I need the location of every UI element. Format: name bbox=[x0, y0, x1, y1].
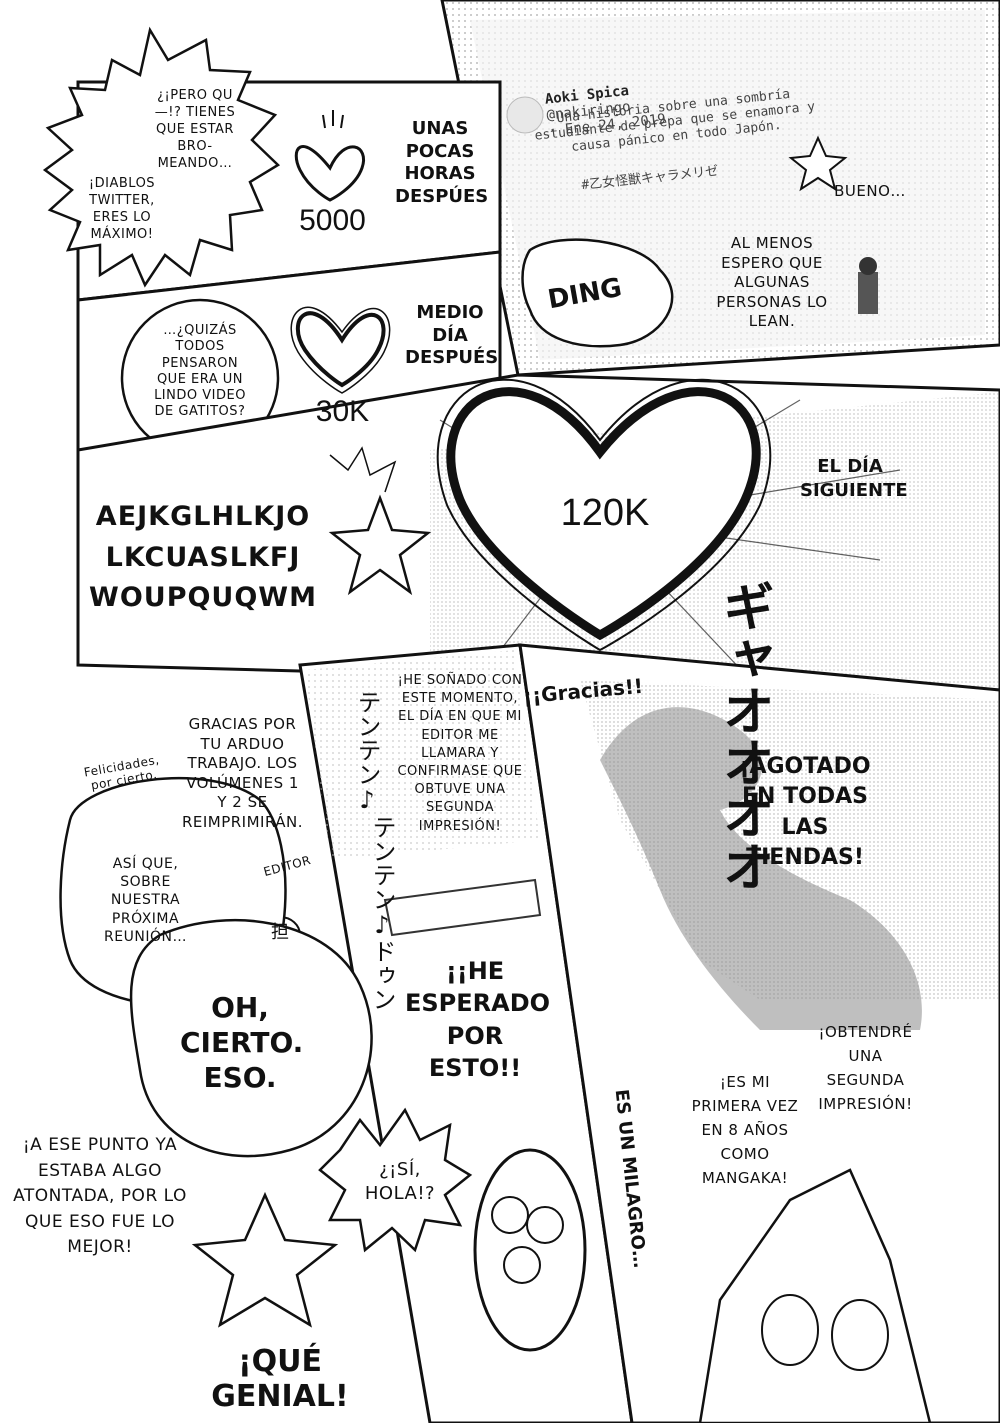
scream-text: AEJKGLHLKJO LKCUASLKFJ WOUPQUQWM bbox=[89, 501, 317, 613]
gatitos-bubble-text: …¿QUIZÁS TODOS PENSARON QUE ERA UN LINDO… bbox=[154, 323, 246, 420]
likes-30k: 30K bbox=[315, 395, 370, 428]
bueno-text: BUENO… bbox=[834, 182, 906, 200]
a-ese-punto-text: ¡A ESE PUNTO YA ESTABA ALGO ATONTADA, PO… bbox=[13, 1135, 187, 1257]
que-genial-text: ¡QUÉ GENIAL! bbox=[211, 1344, 349, 1414]
he-esperado-text: ¡¡HE ESPERADO POR ESTO!! bbox=[405, 957, 551, 1083]
oh-cierto-text: OH, CIERTO. ESO. bbox=[180, 991, 304, 1094]
likes-120k: 120K bbox=[560, 492, 650, 534]
caption-dia-siguiente: EL DÍA SIGUIENTE bbox=[800, 456, 908, 502]
gracias-editor-text: GRACIAS POR TU ARDUO TRABAJO. LOS VOLÚME… bbox=[181, 715, 304, 831]
twitter-shout-bubble bbox=[42, 26, 281, 288]
ringtone-2: テンテン♪ドゥン bbox=[368, 815, 396, 1011]
ding-bubble bbox=[521, 238, 674, 348]
caption-unas-pocas-horas: UNAS POCAS HORAS DESPÚES bbox=[395, 118, 489, 207]
likes-5000: 5000 bbox=[299, 204, 366, 237]
si-hola-text: ¿¡SÍ, HOLA!? bbox=[364, 1159, 436, 1205]
star-character bbox=[191, 1191, 339, 1328]
he-sonado-text: ¡HE SOÑADO CON ESTE MOMENTO, EL DÍA EN Q… bbox=[397, 673, 523, 834]
obtendre-text: ¡OBTENDRÉ UNA SEGUNDA IMPRESIÓN! bbox=[818, 1023, 913, 1113]
twitter-bubble-text: ¡DIABLOS TWITTER, ERES LO MÁXIMO! bbox=[88, 176, 156, 242]
caption-medio-dia: MEDIO DÍA DESPUÉS bbox=[405, 302, 499, 368]
asi-que-text: ASÍ QUE, SOBRE NUESTRA PRÓXIMA REUNIÓN… bbox=[104, 856, 187, 945]
si-hola-bubble bbox=[318, 1107, 473, 1253]
editor-stamp: 担 bbox=[271, 922, 289, 943]
sfx-gyao: ギャオオオオ bbox=[713, 580, 773, 892]
ringtone-1: テンテン♪ bbox=[353, 690, 381, 814]
espero-text: AL MENOS ESPERO QUE ALGUNAS PERSONAS LO … bbox=[716, 234, 828, 330]
phone-shape bbox=[383, 878, 542, 937]
agotado-text: ¡AGOTADO EN TODAS LAS TIENDAS! bbox=[739, 754, 871, 871]
oh-cierto-bubble bbox=[129, 918, 373, 1158]
panel-120k bbox=[76, 373, 1000, 692]
pero-bubble-text: ¿¡PERO QU—!? TIENES QUE ESTAR BRO- MEAND… bbox=[154, 88, 236, 171]
primera-vez-text: ¡ES MI PRIMERA VEZ EN 8 AÑOS COMO MANGAK… bbox=[691, 1073, 799, 1187]
